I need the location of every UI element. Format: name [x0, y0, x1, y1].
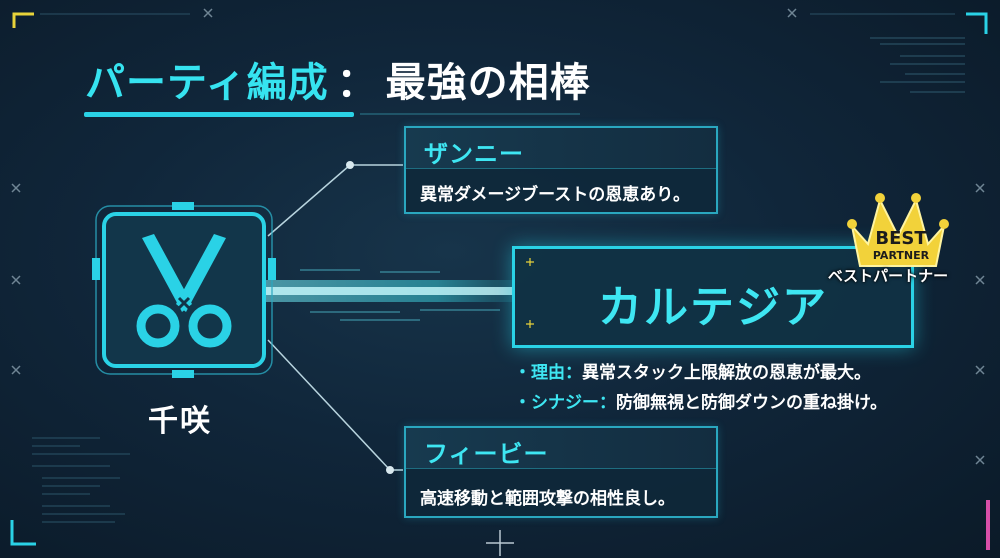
title-underline-thin: [360, 113, 580, 115]
partner-card-phoebe[interactable]: フィービー 高速移動と範囲攻撃の相性良し。: [404, 426, 718, 518]
partner-description: 異常ダメージブーストの恩恵あり。: [420, 185, 690, 205]
partner-description: 高速移動と範囲攻撃の相性良し。: [420, 489, 675, 509]
title-underline: [84, 112, 354, 117]
badge-partner: PARTNER: [872, 249, 930, 262]
reason-line: ・理由：異常スタック上限解放の恩恵が最大。: [514, 358, 871, 383]
partner-card-header: [406, 428, 716, 469]
synergy-key: ・シナジー：: [514, 393, 616, 413]
partner-name: ザンニー: [424, 140, 524, 168]
title-rest: 最強の相棒: [385, 60, 591, 106]
title-separator: ：: [336, 60, 378, 106]
scissors-icon: [136, 234, 232, 348]
page-title: パーティ編成：最強の相棒: [85, 50, 591, 108]
best-partner-name: カルテジア: [598, 282, 828, 333]
synergy-text: 防御無視と防御ダウンの重ね掛け。: [616, 393, 888, 413]
partner-name: フィービー: [424, 440, 549, 468]
best-partner-card-marks: [526, 258, 534, 328]
badge-best-partner-jp: ベストパートナー: [827, 267, 949, 285]
synergy-line: ・シナジー：防御無視と防御ダウンの重ね掛け。: [514, 388, 887, 413]
reason-key: ・理由：: [514, 363, 582, 383]
crown-icon: [847, 193, 949, 267]
partner-card-header: [406, 128, 716, 169]
title-highlight: パーティ編成: [85, 60, 329, 106]
reason-text: 異常スタック上限解放の恩恵が最大。: [582, 363, 871, 383]
partner-card-zanni[interactable]: ザンニー 異常ダメージブーストの恩恵あり。: [404, 126, 718, 214]
best-partner-card[interactable]: カルテジア: [512, 246, 914, 348]
character-name: 千咲: [148, 404, 212, 439]
badge-best: BEST: [875, 228, 927, 249]
